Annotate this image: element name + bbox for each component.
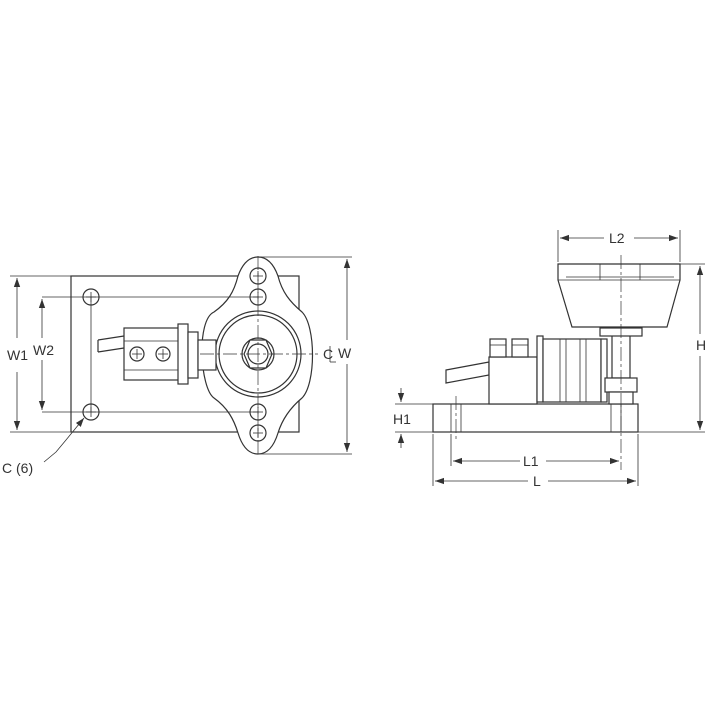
dim-label-w: W bbox=[338, 345, 352, 361]
cable bbox=[97, 335, 125, 353]
dim-label-h: H bbox=[696, 337, 706, 353]
dim-label-l1: L1 bbox=[523, 453, 539, 469]
side-cell-endcap bbox=[600, 338, 608, 403]
side-cell-bolt bbox=[489, 338, 507, 358]
side-cell-collar bbox=[536, 335, 544, 403]
side-bellows bbox=[542, 338, 602, 403]
side-view: L2 H H1 L1 L bbox=[393, 230, 706, 489]
dim-label-h1: H1 bbox=[393, 411, 411, 427]
c6-leader bbox=[43, 417, 85, 463]
centerline-symbol: C bbox=[323, 346, 336, 363]
side-cable bbox=[445, 361, 490, 384]
load-cell-flange bbox=[177, 323, 189, 385]
dim-label-w2: W2 bbox=[33, 342, 54, 358]
side-cell-bolt bbox=[511, 338, 529, 358]
side-cell-body bbox=[488, 356, 538, 405]
side-load-cup bbox=[557, 263, 681, 328]
load-cell-neck bbox=[197, 339, 217, 371]
dim-label-w1: W1 bbox=[7, 347, 28, 363]
plan-view: W1 W2 W C C (6) bbox=[2, 256, 352, 476]
dim-label-c6: C (6) bbox=[2, 460, 33, 476]
side-base-plate bbox=[432, 403, 639, 433]
centerline-label: C bbox=[323, 346, 333, 362]
load-cell-collar bbox=[187, 331, 199, 379]
load-cell-body bbox=[123, 327, 187, 381]
dim-label-l2: L2 bbox=[609, 230, 625, 246]
dim-label-l: L bbox=[533, 473, 541, 489]
